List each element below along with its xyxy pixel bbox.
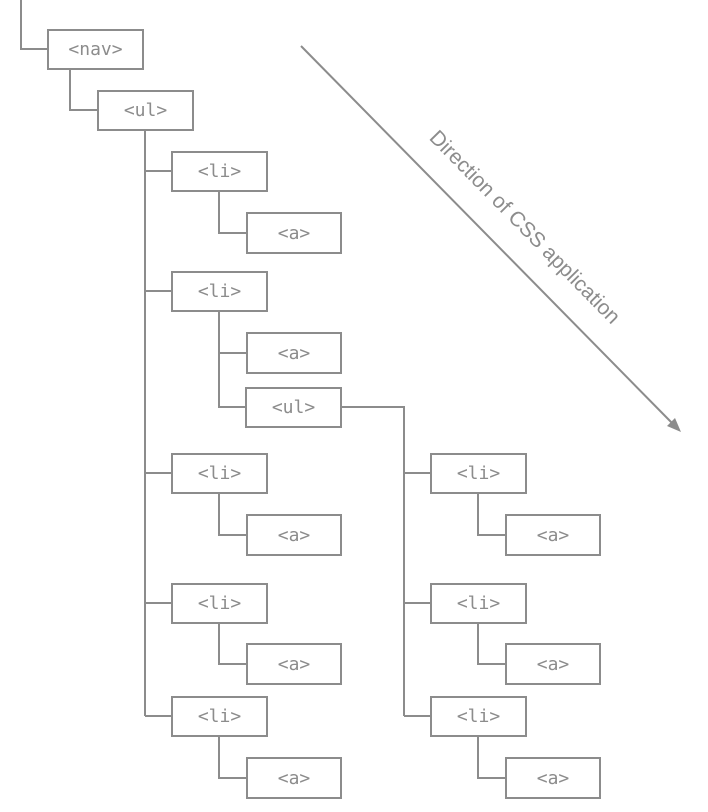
node-a-2-label: <a> xyxy=(278,343,311,364)
node-a-sub-3: <a> xyxy=(505,757,601,799)
connector-root-nav xyxy=(20,0,48,50)
arrow-label: Direction of CSS application xyxy=(425,126,625,329)
connector-li-3-a xyxy=(218,493,247,536)
node-li-3: <li> xyxy=(171,453,268,494)
node-a-5-label: <a> xyxy=(278,768,311,789)
connector-sub-li-2-a xyxy=(477,623,506,665)
node-li-5: <li> xyxy=(171,696,268,737)
node-a-5: <a> xyxy=(246,757,342,799)
node-a-4-label: <a> xyxy=(278,654,311,675)
node-a-3-label: <a> xyxy=(278,525,311,546)
node-a-4: <a> xyxy=(246,643,342,685)
connector-li-5-a xyxy=(218,736,247,779)
connector-sub-li-3-a xyxy=(477,736,506,779)
node-li-sub-3: <li> xyxy=(430,696,527,737)
arrow-shaft xyxy=(300,45,674,425)
node-li-5-label: <li> xyxy=(198,706,242,727)
node-nav-label: <nav> xyxy=(68,39,122,60)
direction-arrow: Direction of CSS application xyxy=(300,45,681,432)
node-li-2-label: <li> xyxy=(198,281,242,302)
node-ul-root: <ul> xyxy=(97,90,194,131)
node-nav: <nav> xyxy=(47,29,144,70)
connector-sub-li-1-a xyxy=(477,493,506,536)
node-li-4-label: <li> xyxy=(198,593,242,614)
node-a-3: <a> xyxy=(246,514,342,556)
node-ul-root-label: <ul> xyxy=(124,100,168,121)
connector-li-2-children xyxy=(218,311,246,408)
node-a-sub-3-label: <a> xyxy=(537,768,570,789)
node-a-sub-2-label: <a> xyxy=(537,654,570,675)
connector-li-4-a xyxy=(218,623,247,665)
connector-nav-ul xyxy=(69,69,98,111)
node-li-sub-1-label: <li> xyxy=(457,463,501,484)
node-li-2: <li> xyxy=(171,271,268,312)
arrow-head-icon xyxy=(667,418,681,432)
node-a-1-label: <a> xyxy=(278,223,311,244)
node-a-2: <a> xyxy=(246,332,342,374)
node-ul-sub-label: <ul> xyxy=(272,397,316,418)
connector-li-1-a xyxy=(218,191,247,234)
node-a-sub-1-label: <a> xyxy=(537,525,570,546)
node-li-sub-2-label: <li> xyxy=(457,593,501,614)
node-a-sub-1: <a> xyxy=(505,514,601,556)
node-ul-sub: <ul> xyxy=(245,387,342,428)
node-li-3-label: <li> xyxy=(198,463,242,484)
node-a-1: <a> xyxy=(246,212,342,254)
node-li-1: <li> xyxy=(171,151,268,192)
node-li-1-label: <li> xyxy=(198,161,242,182)
tree-connectors xyxy=(20,0,506,779)
node-li-sub-1: <li> xyxy=(430,453,527,494)
connector-sub-ul-trunk xyxy=(341,406,405,716)
node-li-4: <li> xyxy=(171,583,268,624)
node-li-sub-2: <li> xyxy=(430,583,527,624)
node-li-sub-3-label: <li> xyxy=(457,706,501,727)
node-a-sub-2: <a> xyxy=(505,643,601,685)
